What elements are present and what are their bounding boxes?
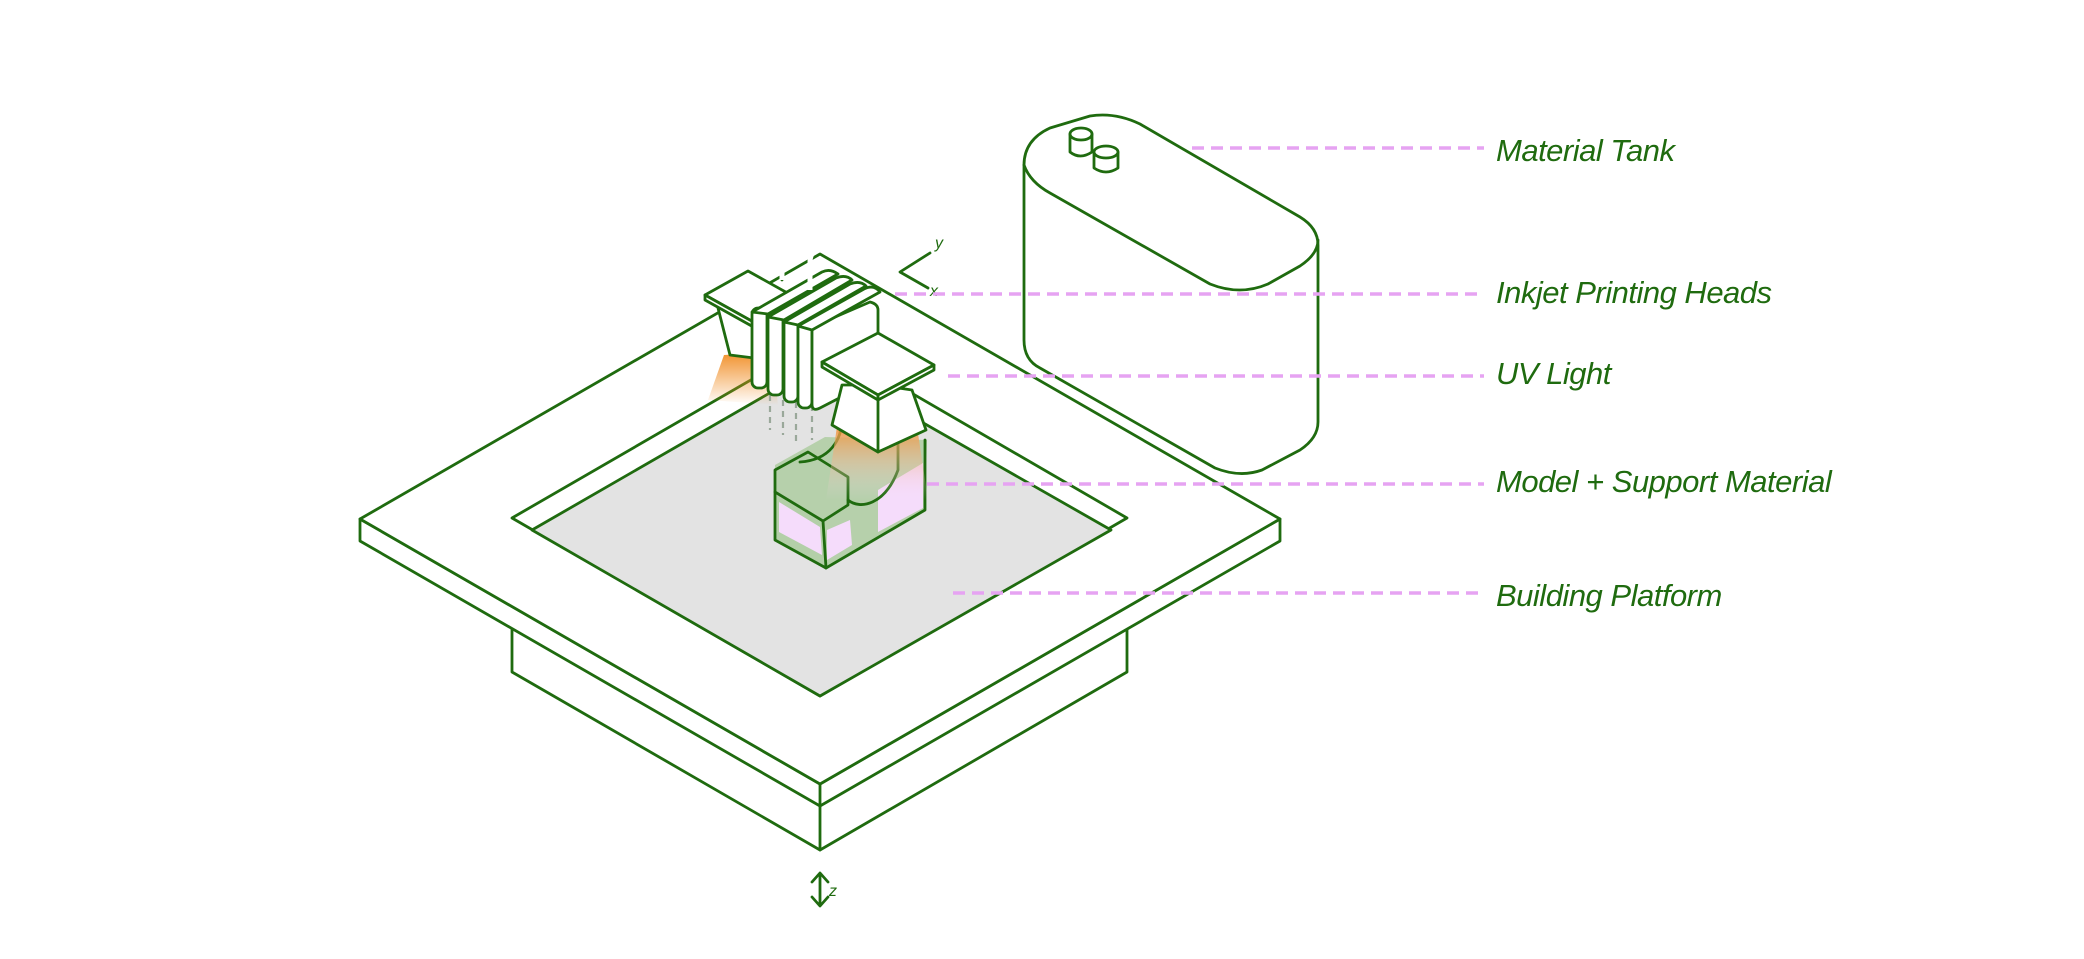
- tank-inlet-caps: [1068, 126, 1120, 174]
- label-model-support-material: Model + Support Material: [1496, 464, 1832, 499]
- label-material-tank: Material Tank: [1496, 133, 1675, 168]
- label-inkjet-printing-heads: Inkjet Printing Heads: [1496, 275, 1772, 310]
- feed-tubes: [779, 68, 1107, 292]
- label-building-platform: Building Platform: [1496, 578, 1722, 613]
- axis-label-z: z: [828, 883, 837, 900]
- axis-label-x: x: [929, 283, 939, 300]
- leader-lines: [895, 146, 1484, 595]
- label-uv-light: UV Light: [1496, 356, 1611, 391]
- xy-axis-indicator: y x: [898, 235, 944, 300]
- uv-light-right: [820, 331, 936, 454]
- jet-droplets: [768, 395, 814, 445]
- z-axis-indicator: z: [810, 871, 837, 908]
- axis-label-y: y: [934, 235, 944, 252]
